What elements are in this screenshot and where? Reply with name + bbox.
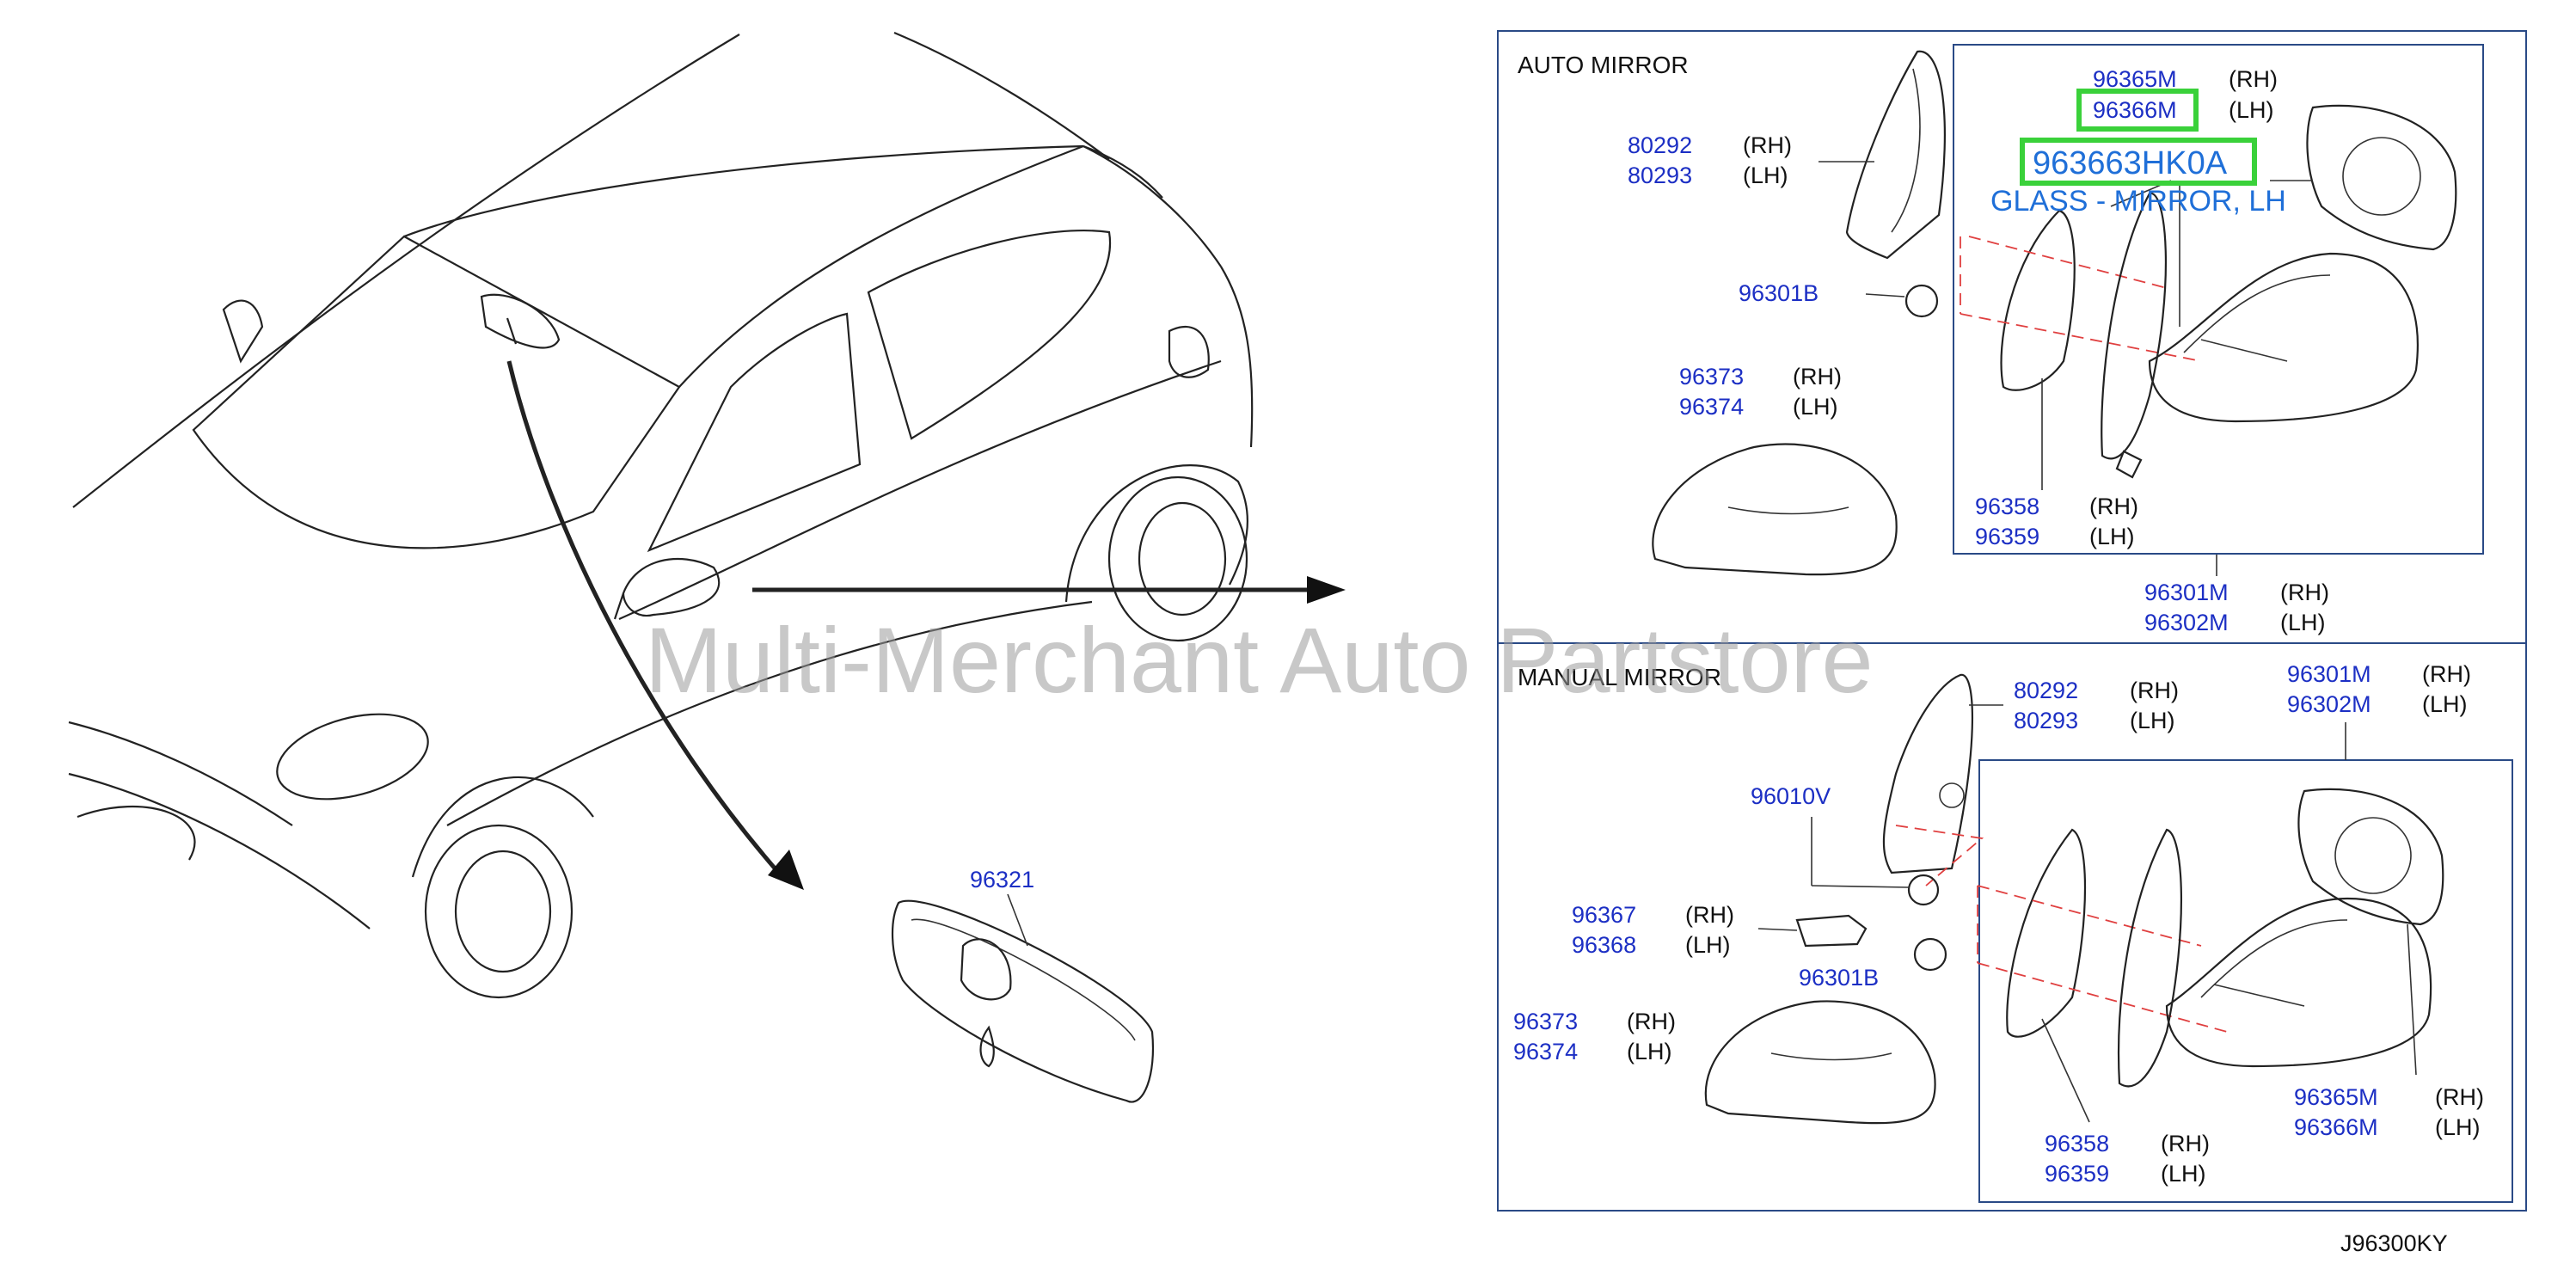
auto-assembly-rh: 96301M: [2144, 580, 2229, 605]
manual-cap-rh-side: (RH): [1627, 1009, 1676, 1034]
manual-glass-base-rh-side: (RH): [2161, 1131, 2210, 1156]
auto-corner-cover-lh-side: (LH): [1743, 163, 1788, 188]
highlighted-part-number: 963663HK0A: [2033, 145, 2228, 181]
manual-glass-base-lh-side: (LH): [2161, 1161, 2206, 1187]
manual-nut-part: 96301B: [1799, 965, 1879, 991]
manual-mirror-assembly-box: [1978, 759, 2513, 1203]
highlight-box-part: [2020, 138, 2257, 186]
auto-mirror-title: AUTO MIRROR: [1518, 52, 1689, 78]
manual-glass-rh-side: (RH): [2435, 1084, 2484, 1110]
manual-knob-lh: 96368: [1572, 932, 1636, 958]
manual-housing-drawing: [2165, 897, 2432, 1068]
auto-assembly-lh: 96302M: [2144, 610, 2229, 635]
auto-corner-cover-rh-side: (RH): [1743, 132, 1792, 158]
auto-glass-lh: 96366M: [2093, 97, 2177, 123]
auto-glass-plate-drawing: [2306, 104, 2457, 251]
manual-cap-lh: 96374: [1513, 1039, 1578, 1064]
manual-assembly-lh: 96302M: [2287, 691, 2371, 717]
auto-glass-lh-side: (LH): [2229, 97, 2274, 123]
auto-glass-base-rh: 96358: [1975, 494, 2039, 519]
manual-glass-lh-side: (LH): [2435, 1114, 2481, 1140]
auto-glass-rh: 96365M: [2093, 66, 2177, 92]
pointer-arrows: [506, 360, 1346, 890]
auto-corner-cover-rh: 80292: [1628, 132, 1692, 158]
highlight-box-lh: [2076, 89, 2199, 132]
car-illustration: [68, 31, 1254, 999]
manual-assembly-rh-side: (RH): [2422, 661, 2471, 687]
manual-knob-rh-side: (RH): [1685, 902, 1734, 928]
auto-assembly-lh-side: (LH): [2280, 610, 2326, 635]
manual-corner-cover-rh: 80292: [2014, 678, 2078, 703]
auto-housing-drawing: [2148, 252, 2419, 423]
rearview-mirror-part-number: 96321: [970, 867, 1034, 893]
auto-mirror-assembly-box: [1953, 44, 2484, 555]
drawing-code: J96300KY: [2340, 1230, 2448, 1256]
manual-seal-part: 96010V: [1751, 783, 1831, 809]
manual-mirror-title: MANUAL MIRROR: [1518, 664, 1721, 690]
auto-mirror-frame: [1497, 30, 2527, 644]
arrow-head-right: [1307, 576, 1346, 604]
auto-glass-rh-side: (RH): [2229, 66, 2278, 92]
manual-cap-drawing: [1704, 1000, 1936, 1125]
manual-cap-lh-side: (LH): [1627, 1039, 1672, 1064]
manual-corner-cover-lh: 80293: [2014, 708, 2078, 733]
auto-cap-rh: 96373: [1679, 364, 1744, 390]
manual-glass-rh: 96365M: [2294, 1084, 2378, 1110]
manual-knob-rh: 96367: [1572, 902, 1636, 928]
rearview-mirror-drawing: 96321: [892, 867, 1154, 1103]
manual-mirror-frame: [1497, 642, 2527, 1212]
auto-nut-part: 96301B: [1739, 280, 1819, 306]
auto-nut-drawing: [1904, 284, 1939, 318]
auto-cap-lh-side: (LH): [1793, 394, 1838, 420]
manual-assembly-lh-side: (LH): [2422, 691, 2468, 717]
watermark-text: Multi-Merchant Auto Partstore: [645, 608, 1874, 712]
manual-seal-drawing: [1907, 874, 1940, 906]
manual-knob-drawing: [1795, 914, 1868, 948]
manual-nut-drawing: [1913, 937, 1947, 972]
auto-assembly-rh-side: (RH): [2280, 580, 2329, 605]
auto-glass-drawing: [2101, 192, 2168, 460]
auto-glass-base-lh: 96359: [1975, 524, 2039, 549]
auto-glass-base-rh-side: (RH): [2089, 494, 2138, 519]
auto-glass-base-drawing: [2000, 209, 2076, 391]
manual-corner-cover-lh-side: (LH): [2130, 708, 2175, 733]
manual-glass-drawing: [2117, 828, 2182, 1088]
auto-cap-rh-side: (RH): [1793, 364, 1842, 390]
auto-cap-drawing: [1652, 443, 1898, 576]
manual-glass-plate-drawing: [2297, 788, 2444, 926]
auto-glass-base-lh-side: (LH): [2089, 524, 2135, 549]
highlighted-part-description: GLASS - MIRROR, LH: [1990, 185, 2286, 218]
manual-mirror-panel: MANUAL MIRROR 80292 (RH) 80293 (LH) 9630…: [1497, 642, 2527, 1212]
manual-cap-rh: 96373: [1513, 1009, 1578, 1034]
manual-glass-base-drawing: [2006, 828, 2087, 1038]
arrow-head-down: [768, 850, 804, 890]
auto-corner-cover-lh: 80293: [1628, 163, 1692, 188]
manual-knob-lh-side: (LH): [1685, 932, 1731, 958]
manual-glass-base-lh: 96359: [2045, 1161, 2109, 1187]
auto-mirror-panel: AUTO MIRROR 80292 (RH) 80293 (LH) 96301B…: [1497, 30, 2527, 644]
manual-corner-cover-rh-side: (RH): [2130, 678, 2179, 703]
manual-glass-lh: 96366M: [2294, 1114, 2378, 1140]
auto-cap-lh: 96374: [1679, 394, 1744, 420]
manual-assembly-rh: 96301M: [2287, 661, 2371, 687]
manual-glass-base-rh: 96358: [2045, 1131, 2109, 1156]
